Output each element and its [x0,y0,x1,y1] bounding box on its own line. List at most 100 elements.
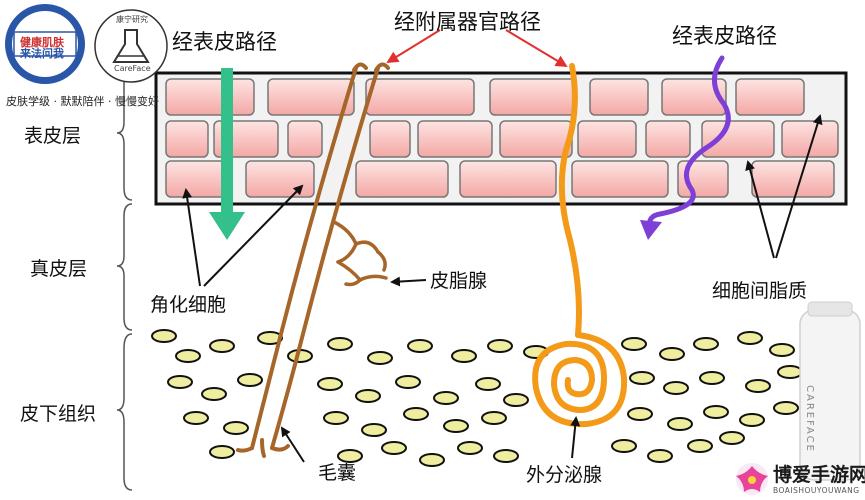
keratinocyte-pointer-1 [182,188,201,287]
keratinocyte-brick [751,160,835,198]
watermark: 博爱手游网 BOAISHOUYOUWANG [733,458,865,500]
fat-cell [337,449,363,463]
fat-cell [323,411,349,425]
fat-cell [407,339,433,353]
fat-cell [773,401,799,415]
keratinocyte-brick [459,160,557,198]
fat-cell [737,331,763,345]
hair-follicle-shape [236,62,390,458]
fat-cell [327,337,353,351]
fat-cell [621,337,647,351]
keratinocyte-brick [781,120,839,158]
keratinocyte-brick [287,120,323,158]
fat-cell [443,419,469,433]
fat-cell [457,441,483,455]
keratinocyte-brick [577,120,637,158]
keratinocyte-brick [245,160,315,198]
sebaceous-pointer [390,276,427,287]
fat-cell [493,449,519,463]
fat-cell [433,391,459,405]
route-label-top-left: 经表皮路径 [172,30,277,54]
keratinocyte-brick [645,120,691,158]
keratinocyte-brick [417,120,493,158]
layer-label-dermis: 真皮层 [30,258,88,280]
teal-route-arrow [209,68,245,240]
fat-cell [361,423,387,437]
fat-cell [687,439,713,453]
fat-cell [719,431,745,445]
layer-brackets [116,69,133,491]
fat-cells [151,329,803,467]
fat-cell [175,349,201,363]
keratinocyte-brick [571,160,669,198]
sweat-pointer [570,416,581,459]
fat-cell [419,453,445,467]
layer-label-hypodermis: 皮下组织 [20,403,97,425]
fat-cell [611,439,637,453]
sweat-gland-shape [532,63,628,428]
keratinocyte-brick [589,78,649,116]
careface-top-text: 康宁研究 [116,15,148,24]
fat-cell [475,377,501,391]
lipid-pointer-2 [775,114,823,259]
watermark-title: 博爱手游网 [773,464,865,486]
label-hair-follicle: 毛囊 [318,462,357,484]
keratinocyte-brick [165,160,231,198]
fat-cell [151,329,177,343]
fat-cell [667,417,693,431]
label-intercellular-lipid: 细胞间脂质 [712,280,808,302]
label-keratinocyte: 角化细胞 [150,294,227,316]
watermark-logo-icon [736,463,768,495]
epidermis-bracket [116,69,133,201]
keratinocyte-brick [267,78,355,116]
fat-cell [367,351,393,365]
keratinocyte-brick [661,78,727,116]
careface-logo [94,9,168,83]
fat-cell [183,411,209,425]
label-sweat-gland: 外分泌腺 [526,464,603,486]
badge-text-line1: 健康肌肤 [20,36,64,49]
fat-cell [703,405,729,419]
layer-label-epidermis: 表皮层 [24,125,82,147]
fat-cell [659,347,685,361]
logo-caption: 皮肤学级 · 默默陪伴 · 慢慢变好 [6,95,159,108]
epidermis-band [154,71,848,206]
fat-cell [381,441,407,455]
fat-cell [647,449,673,463]
fat-cell [355,389,381,403]
purple-route-arrow [640,55,731,240]
fat-cell [627,407,653,421]
fat-cell [769,343,795,357]
fat-cell [481,411,507,425]
fat-cell [663,381,689,395]
fat-cell [403,407,429,421]
fat-cell [739,413,765,427]
keratinocyte-brick [735,78,805,116]
fat-cell [209,339,235,353]
fat-cell [487,339,513,353]
keratinocyte-brick [365,78,475,116]
fat-cell [629,371,655,385]
product-tube-text: CAREFACE [804,385,815,453]
badge-logo [5,4,85,84]
route-label-top-right: 经表皮路径 [672,24,777,48]
keratinocyte-pointer-2 [203,184,304,287]
fat-cell [699,371,725,385]
fat-cell [201,387,227,401]
follicle-pointer [280,426,305,463]
keratinocyte-brick [369,120,411,158]
keratinocyte-brick [701,120,775,158]
fat-cell [167,375,193,389]
route-label-appendage: 经附属器官路径 [394,10,541,34]
keratinocyte-brick [165,120,209,158]
fat-cell [693,337,719,351]
fat-cell [503,393,529,407]
appendage-route-arrows [386,29,568,68]
badge-text-line2: 来法问我 [20,47,64,60]
dermis-bracket [116,203,133,331]
watermark-subtitle: BOAISHOUYOUWANG [773,486,860,495]
keratinocyte-brick [165,78,255,116]
careface-bottom-text: CareFace [114,64,151,73]
fat-cell [223,421,249,435]
